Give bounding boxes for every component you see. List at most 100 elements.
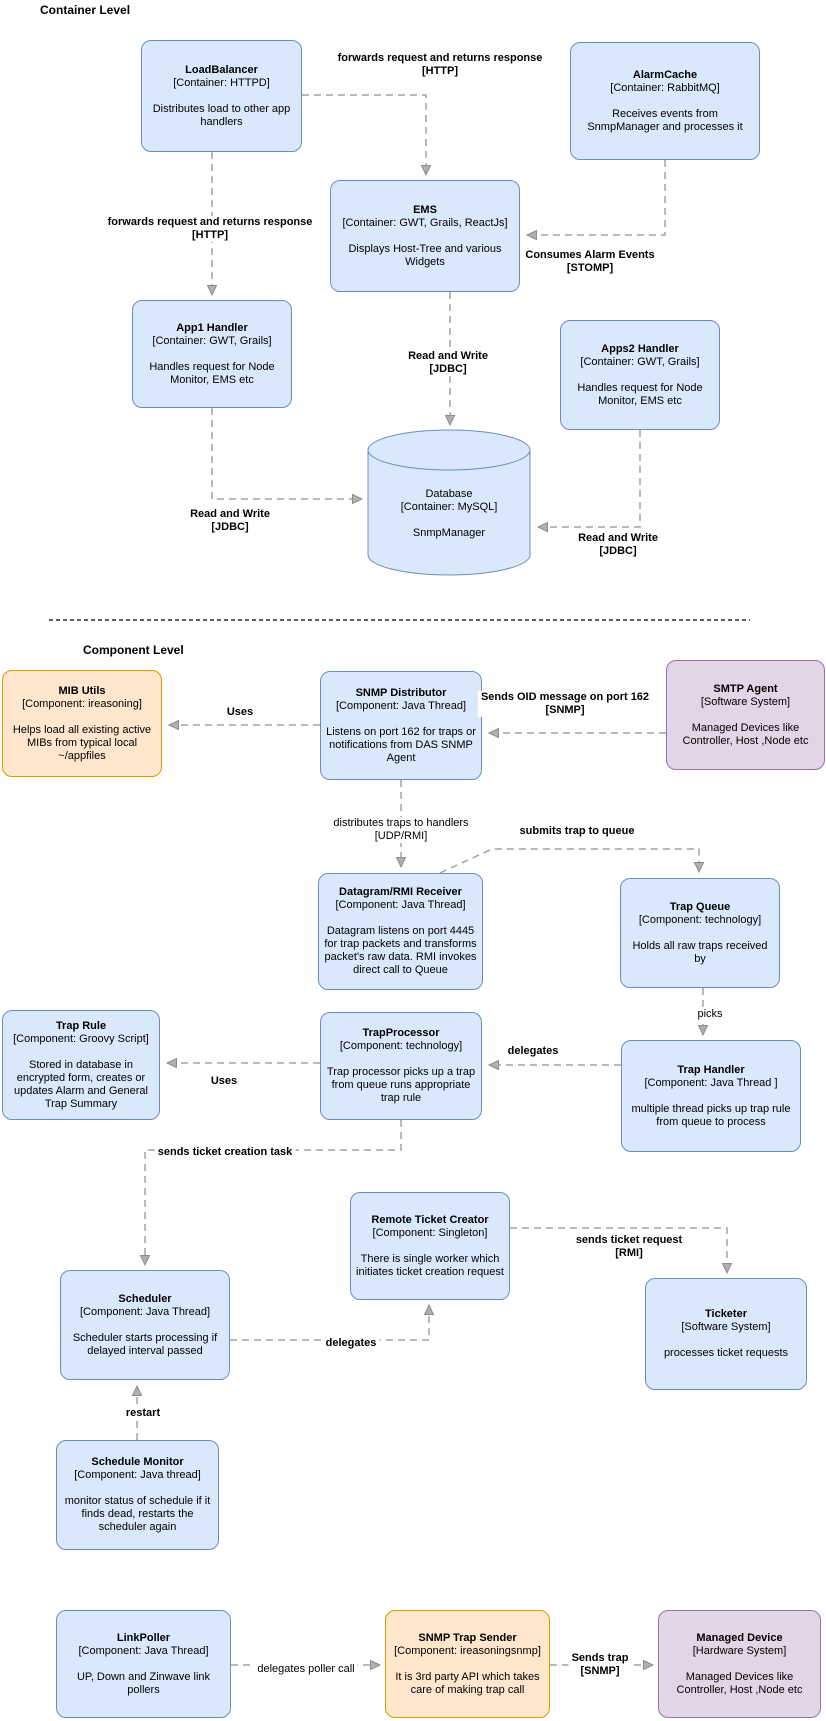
- node-managed-device: Managed Device [Hardware System] Managed…: [658, 1610, 821, 1718]
- node-type: [Component: ireasoningsnmp]: [394, 1644, 541, 1657]
- node-type: [Component: Java Thread]: [79, 1305, 211, 1318]
- node-type: [Component: technology]: [638, 913, 762, 926]
- component-level-label: Component Level: [83, 643, 184, 657]
- node-type: [Container: GWT, Grails]: [152, 334, 272, 347]
- node-type: [Container: GWT, Grails, ReactJs]: [342, 216, 508, 229]
- node-type: [Hardware System]: [692, 1644, 787, 1657]
- node-trap-processor: TrapProcessor [Component: technology] Tr…: [320, 1012, 482, 1120]
- node-ems: EMS [Container: GWT, Grails, ReactJs] Di…: [330, 180, 520, 292]
- node-type: [Component: Java Thread ]: [644, 1076, 778, 1089]
- node-title: MIB Utils: [58, 684, 106, 697]
- node-desc: UP, Down and Zinwave link pollers: [76, 1670, 211, 1696]
- node-title: Apps2 Handler: [601, 342, 679, 355]
- node-desc: Handles request for Node Monitor, EMS et…: [577, 381, 703, 407]
- edge-label-rtc-ticketer: sends ticket request [RMI]: [572, 1234, 686, 1260]
- node-desc: Receives events from SnmpManager and pro…: [587, 107, 743, 133]
- node-apps2-handler: Apps2 Handler [Container: GWT, Grails] H…: [560, 320, 720, 430]
- node-title: TrapProcessor: [362, 1027, 440, 1039]
- node-title: AlarmCache: [632, 68, 698, 81]
- node-title: SNMP Trap Sender: [418, 1631, 517, 1644]
- node-desc: Trap processor picks up a trap from queu…: [326, 1066, 476, 1104]
- connector-rtc-ticketer: [510, 1227, 733, 1275]
- node-type: [Component: Java Thread]: [335, 899, 466, 911]
- node-desc: Scheduler starts processing if delayed i…: [72, 1331, 218, 1357]
- node-desc: It is 3rd party API which takes care of …: [395, 1670, 540, 1696]
- node-smtp-agent: SMTP Agent [Software System] Managed Dev…: [666, 660, 825, 770]
- node-ticketer: Ticketer [Software System] processes tic…: [645, 1278, 807, 1390]
- node-type: [Component: technology]: [339, 1040, 463, 1052]
- node-title: Remote Ticket Creator: [371, 1213, 489, 1226]
- node-title: SMTP Agent: [713, 682, 778, 695]
- node-type: [Component: Java Thread]: [78, 1644, 209, 1657]
- edge-label-lb-ems: forwards request and returns response [H…: [334, 52, 546, 78]
- edge-label-poller-sender: delegates poller call: [254, 1663, 358, 1676]
- node-title: Schedule Monitor: [91, 1456, 184, 1468]
- node-trap-queue: Trap Queue [Component: technology] Holds…: [620, 878, 780, 988]
- node-title: App1 Handler: [176, 321, 248, 334]
- connector-datagram-queue: [439, 848, 705, 874]
- node-desc: Managed Devices like Controller, Host ,N…: [682, 721, 809, 747]
- edge-label-alarmcache-ems: Consumes Alarm Events [STOMP]: [522, 249, 658, 275]
- node-trap-handler: Trap Handler [Component: Java Thread ] m…: [621, 1040, 801, 1152]
- node-title: Ticketer: [705, 1308, 747, 1320]
- node-desc: Managed Devices like Controller, Host ,N…: [676, 1670, 803, 1696]
- edge-label-sender-device: Sends trap [SNMP]: [568, 1652, 632, 1678]
- edge-label-smtp-dist: Sends OID message on port 162 [SNMP]: [477, 691, 653, 717]
- edge-label-app1-db: Read and Write [JDBC]: [187, 508, 273, 534]
- node-type: [Software System]: [681, 1321, 771, 1333]
- node-desc: Helps load all existing active MIBs from…: [12, 723, 152, 762]
- node-desc: multiple thread picks up trap rule from …: [631, 1102, 791, 1128]
- connector-app1-db: [211, 408, 364, 505]
- node-desc: Displays Host-Tree and various Widgets: [348, 242, 502, 268]
- node-desc: processes ticket requests: [663, 1347, 789, 1359]
- node-title: Database: [425, 488, 473, 500]
- node-schedule-monitor: Schedule Monitor [Component: Java thread…: [56, 1440, 219, 1550]
- node-scheduler: Scheduler [Component: Java Thread] Sched…: [60, 1270, 230, 1380]
- edge-label-apps2-db: Read and Write [JDBC]: [575, 532, 661, 558]
- node-type: [Component: Singleton]: [372, 1226, 488, 1239]
- node-type: [Component: Java thread]: [74, 1469, 201, 1481]
- node-snmp-trap-sender: SNMP Trap Sender [Component: ireasonings…: [385, 1610, 550, 1718]
- edge-label-ems-db: Read and Write [JDBC]: [405, 350, 491, 376]
- connector-alarmcache-ems: [525, 160, 666, 241]
- node-mib-utils: MIB Utils [Component: ireasoning] Helps …: [2, 670, 162, 777]
- edge-label-queue-handler: picks: [694, 1008, 726, 1021]
- node-title: SNMP Distributor: [355, 686, 447, 699]
- node-desc: monitor status of schedule if it finds d…: [64, 1495, 211, 1533]
- edge-label-monitor-scheduler: restart: [122, 1407, 164, 1420]
- node-remote-ticket-creator: Remote Ticket Creator [Component: Single…: [350, 1192, 510, 1300]
- node-type: [Component: Groovy Script]: [13, 1032, 149, 1045]
- node-type: [Component: Java Thread]: [335, 699, 467, 712]
- node-desc: Holds all raw traps received by: [632, 939, 768, 965]
- edge-label-scheduler-rtc: delegates: [322, 1337, 380, 1350]
- node-title: LoadBalancer: [185, 63, 258, 76]
- node-type: [Container: RabbitMQ]: [610, 81, 720, 94]
- edge-label-processor-rule: Uses: [207, 1075, 241, 1088]
- node-desc: Distributes load to other app handlers: [152, 102, 291, 128]
- edge-label-lb-app1: forwards request and returns response [H…: [104, 216, 316, 242]
- edge-label-datagram-queue: submits trap to queue: [516, 825, 638, 838]
- node-desc: Stored in database in encrypted form, cr…: [14, 1058, 148, 1110]
- node-title: LinkPoller: [116, 1631, 171, 1644]
- node-title: Trap Handler: [677, 1063, 745, 1076]
- container-level-label: Container Level: [40, 3, 131, 17]
- connector-scheduler-rtc: [230, 1303, 435, 1341]
- connector-lb-ems: [302, 94, 432, 177]
- node-app1-handler: App1 Handler [Container: GWT, Grails] Ha…: [132, 300, 292, 408]
- node-type: [Container: HTTPD]: [173, 76, 270, 89]
- node-title: Datagram/RMI Receiver: [339, 886, 462, 898]
- node-datagram-rmi-receiver: Datagram/RMI Receiver [Component: Java T…: [318, 873, 483, 990]
- edge-label-processor-scheduler: sends ticket creation task: [154, 1146, 296, 1159]
- edge-label-dist-mib: Uses: [223, 706, 257, 719]
- node-title: EMS: [413, 203, 437, 216]
- node-title: Scheduler: [118, 1292, 172, 1305]
- node-link-poller: LinkPoller [Component: Java Thread] UP, …: [56, 1610, 231, 1718]
- node-alarm-cache: AlarmCache [Container: RabbitMQ] Receive…: [570, 42, 760, 160]
- node-desc: SnmpManager: [412, 527, 486, 539]
- node-type: [Container: GWT, Grails]: [580, 355, 700, 368]
- node-desc: There is single worker which initiates t…: [356, 1252, 504, 1278]
- node-title: Trap Rule: [55, 1019, 107, 1032]
- connector-apps2-db: [536, 430, 641, 533]
- node-desc: Handles request for Node Monitor, EMS et…: [149, 360, 275, 386]
